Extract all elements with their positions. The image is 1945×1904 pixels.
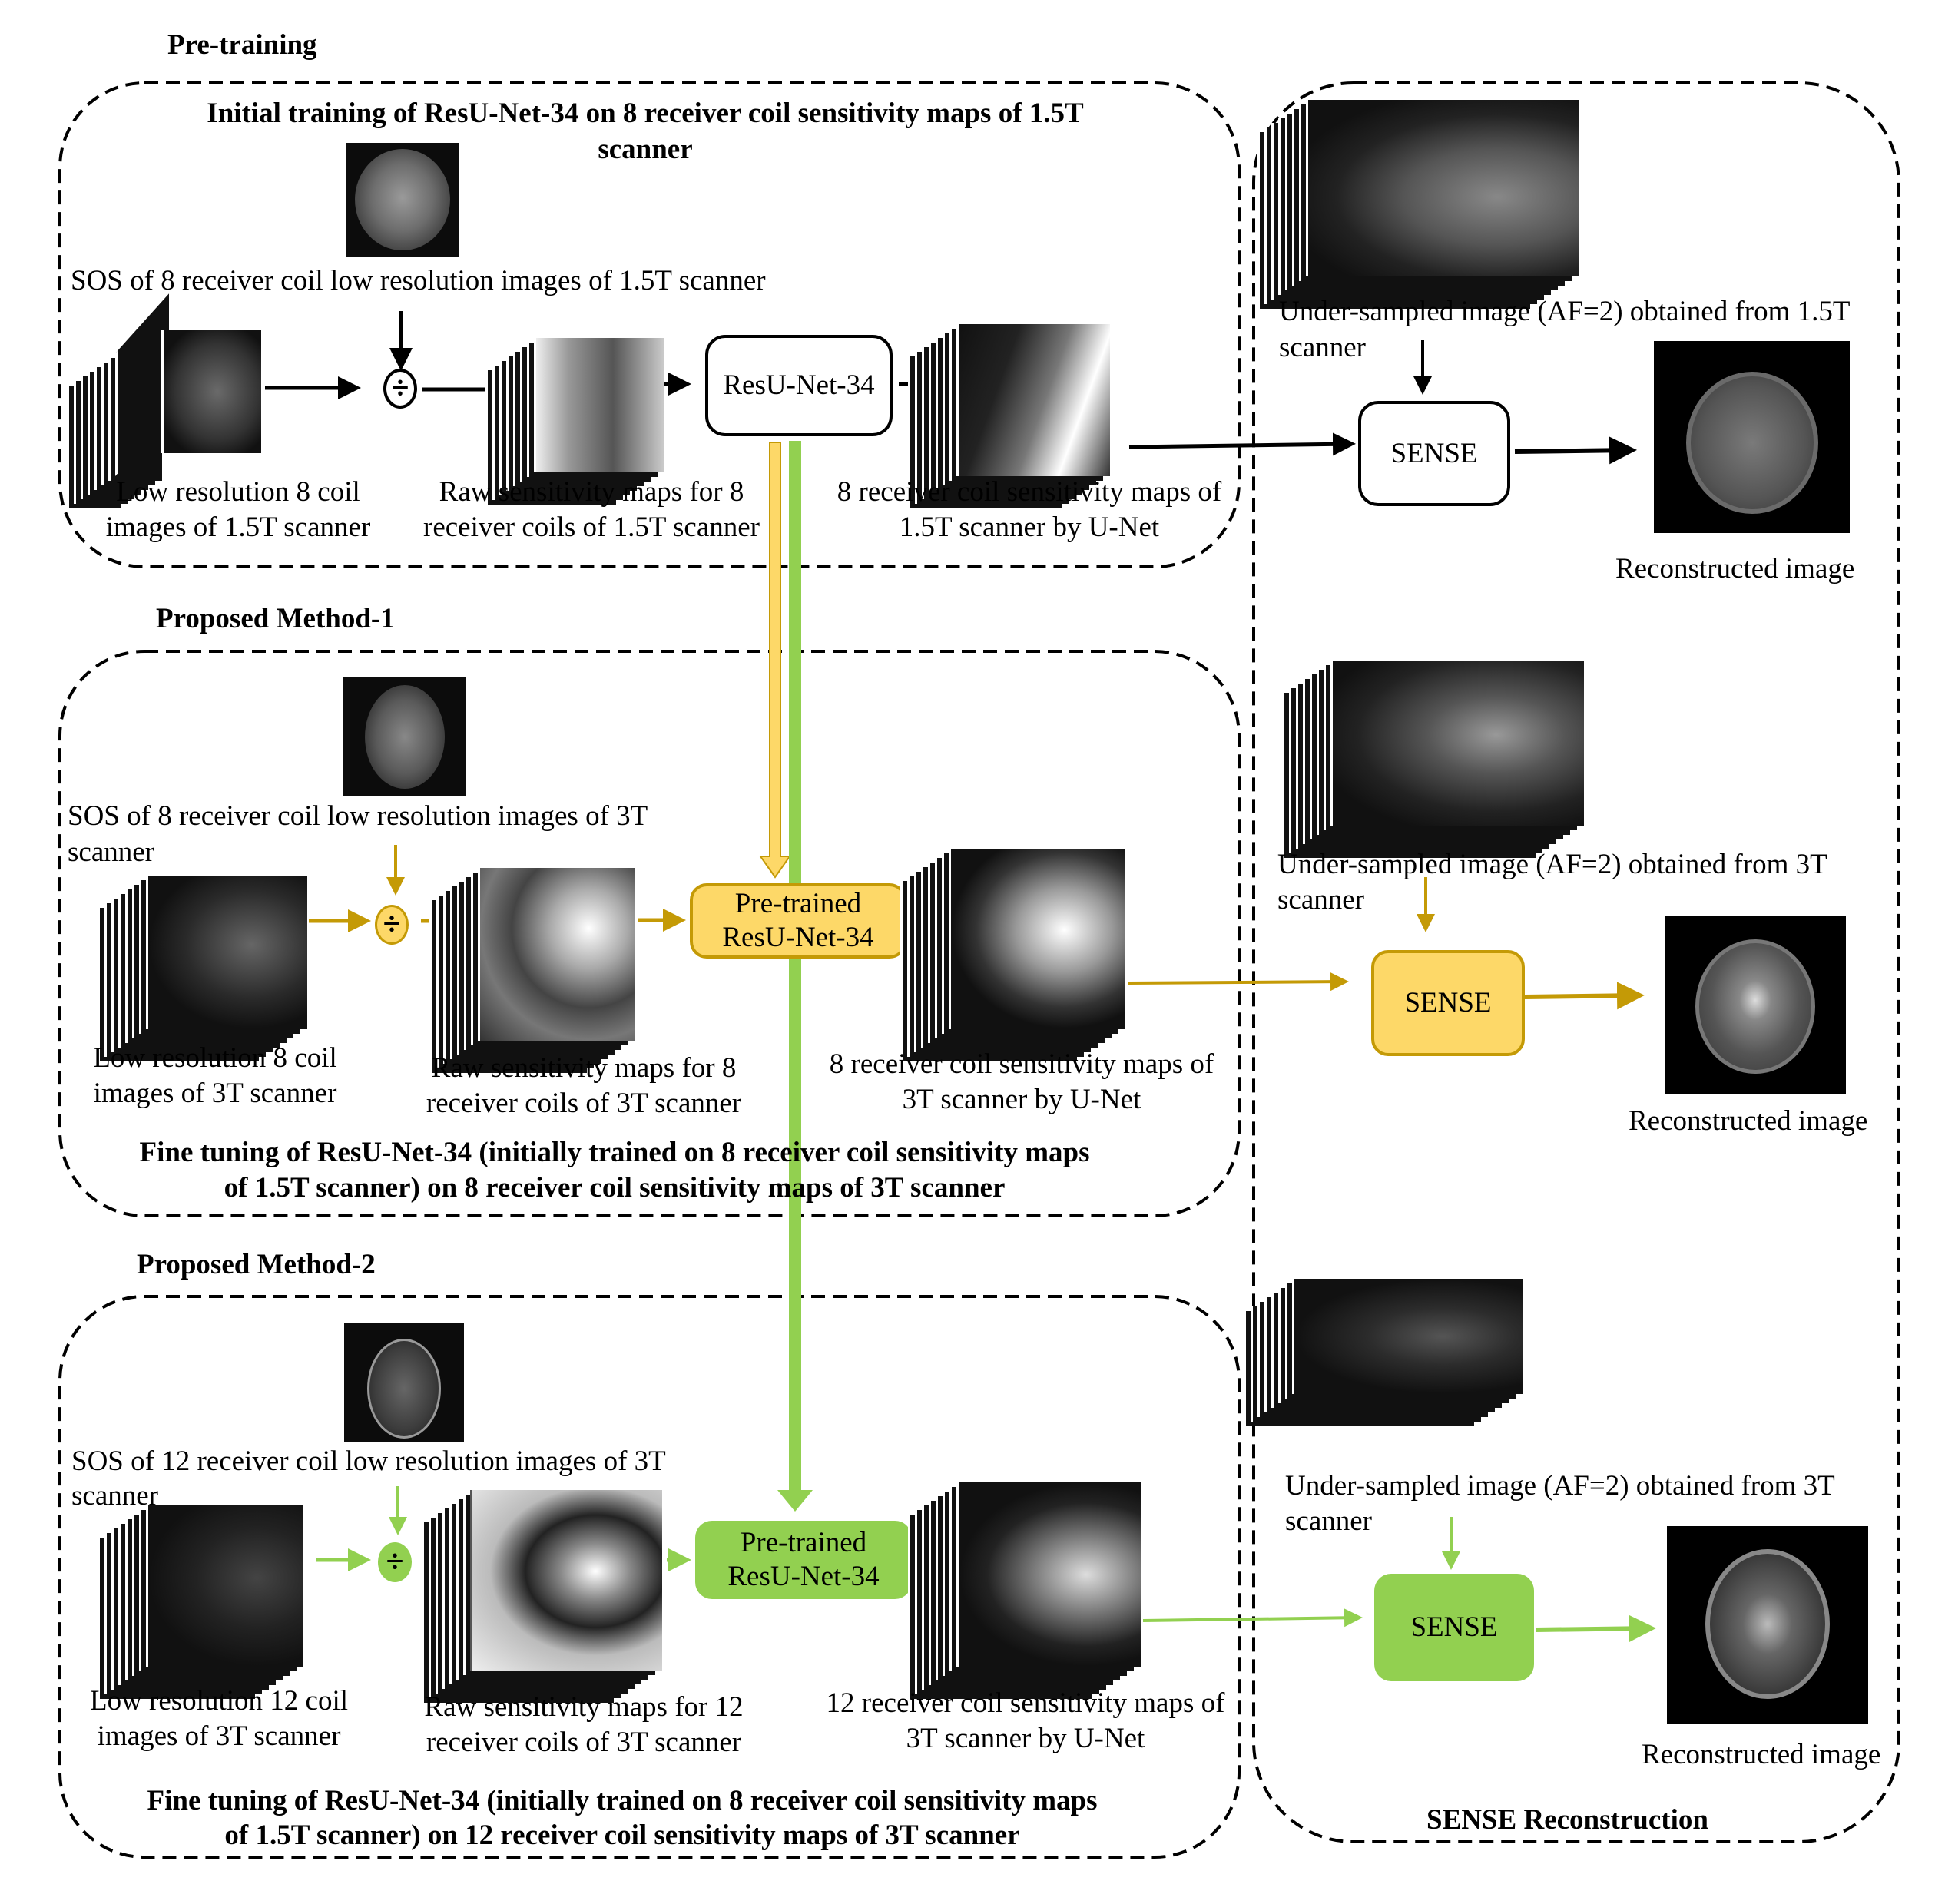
divide-operator-pretrain: ÷ (383, 369, 417, 409)
sos-image-3t-8coil (343, 677, 466, 796)
pretrained-label: Pre-trained (740, 1527, 867, 1558)
raw-sensitivity-stack-1-5t (485, 330, 664, 505)
sos-image-3t-12coil (344, 1323, 464, 1442)
arrow-output-to-sense-3 (1142, 1608, 1363, 1628)
sense-section-label: SENSE Reconstruction (1426, 1804, 1708, 1836)
resunet34-label: ResU-Net-34 (727, 1561, 880, 1592)
divide-icon: ÷ (386, 1545, 404, 1580)
method2-sos-caption-line1: SOS of 12 receiver coil low resolution i… (71, 1445, 666, 1477)
method2-output-caption-line2: 3T scanner by U-Net (906, 1723, 1145, 1754)
sense-row2-caption-line1: Under-sampled image (AF=2) obtained from… (1277, 849, 1827, 880)
method2-raw-caption-line2: receiver coils of 3T scanner (426, 1727, 742, 1758)
sense-row1-caption-line2: scanner (1279, 332, 1366, 363)
sense-row2-caption-line2: scanner (1277, 884, 1364, 916)
lowres-coil-stack-3t-12coil (98, 1505, 303, 1699)
arrow-output-to-sense-1 (1128, 432, 1356, 456)
reconstructed-image-2 (1665, 916, 1846, 1094)
sense-label: SENSE (1410, 1611, 1498, 1643)
raw-sensitivity-stack-3t-12coil (422, 1490, 662, 1703)
method2-raw-caption-line1: Raw sensitivity maps for 12 (424, 1691, 744, 1723)
arrow-sense-to-recon-1 (1514, 436, 1637, 465)
method2-lowres-caption-line2: images of 3T scanner (97, 1720, 341, 1752)
sense-label: SENSE (1390, 437, 1478, 469)
pretraining-raw-caption-line1: Raw sensitivity maps for 8 (439, 476, 744, 508)
pretraining-lowres-caption-line2: images of 1.5T scanner (105, 512, 371, 543)
output-sensitivity-stack-1-5t (908, 315, 1110, 508)
divide-operator-m2: ÷ (378, 1542, 412, 1582)
resunet34-network-block[interactable]: ResU-Net-34 (705, 335, 893, 436)
pretraining-box-title-line1: Initial training of ResU-Net-34 on 8 rec… (207, 98, 1084, 129)
method2-section-label: Proposed Method-2 (137, 1249, 376, 1280)
sense-block-1[interactable]: SENSE (1358, 401, 1510, 506)
sense-row1-output-caption: Reconstructed image (1615, 553, 1855, 584)
sense-row1-caption-line1: Under-sampled image (AF=2) obtained from… (1279, 296, 1851, 327)
method2-box-footer-line1: Fine tuning of ResU-Net-34 (initially tr… (147, 1785, 1098, 1816)
method1-raw-caption-line1: Raw sensitivity maps for 8 (431, 1052, 737, 1084)
arrow-output-to-sense-2 (1127, 972, 1349, 992)
sense-label: SENSE (1404, 987, 1492, 1018)
method1-sos-caption-line2: scanner (68, 836, 154, 868)
divide-icon: ÷ (383, 907, 401, 942)
reconstructed-image-3 (1667, 1526, 1868, 1724)
pretraining-output-caption-line1: 8 receiver coil sensitivity maps of (837, 476, 1222, 508)
method1-output-caption-line2: 3T scanner by U-Net (902, 1084, 1141, 1115)
method1-lowres-caption-line1: Low resolution 8 coil (93, 1042, 337, 1074)
method2-box-footer-line2: of 1.5T scanner) on 12 receiver coil sen… (224, 1820, 1020, 1851)
resunet34-label: ResU-Net-34 (723, 369, 875, 401)
method2-group-box (58, 1295, 1241, 1859)
divide-icon: ÷ (391, 371, 409, 406)
method2-lowres-caption-line1: Low resolution 12 coil (89, 1685, 349, 1717)
raw-sensitivity-stack-3t-8coil (429, 856, 635, 1073)
pretraining-section-label: Pre-training (167, 29, 317, 61)
method1-raw-caption-line2: receiver coils of 3T scanner (426, 1088, 742, 1119)
pretraining-group-box (58, 81, 1241, 568)
undersampled-stack-1-5t (1257, 100, 1579, 309)
output-sensitivity-stack-3t-8coil (900, 849, 1125, 1061)
lowres-coil-stack-3t-8coil (98, 876, 307, 1061)
reconstructed-image-1 (1654, 341, 1850, 533)
method1-sos-caption-line1: SOS of 8 receiver coil low resolution im… (68, 800, 648, 832)
green-transfer-arrow (777, 441, 813, 1512)
method1-box-footer-line1: Fine tuning of ResU-Net-34 (initially tr… (139, 1137, 1090, 1168)
sense-block-2[interactable]: SENSE (1371, 950, 1525, 1056)
method2-sos-caption-line2: scanner (71, 1480, 158, 1512)
undersampled-stack-3t-8coil (1282, 661, 1584, 858)
sense-row3-output-caption: Reconstructed image (1642, 1739, 1881, 1770)
method1-group-box (58, 650, 1241, 1217)
undersampled-stack-3t-12coil (1244, 1279, 1523, 1426)
pretraining-raw-caption-line2: receiver coils of 1.5T scanner (423, 512, 760, 543)
lowres-coil-stack-1-5t (67, 293, 261, 508)
yellow-transfer-arrow (759, 442, 791, 879)
sense-row3-caption-line1: Under-sampled image (AF=2) obtained from… (1285, 1470, 1835, 1502)
pretraining-sos-caption: SOS of 8 receiver coil low resolution im… (71, 265, 766, 296)
pretrained-label: Pre-trained (734, 888, 862, 919)
arrow-sense-to-recon-2 (1524, 982, 1645, 1010)
sense-row2-output-caption: Reconstructed image (1629, 1105, 1868, 1137)
resunet34-label: ResU-Net-34 (722, 922, 874, 953)
method1-section-label: Proposed Method-1 (156, 603, 395, 634)
method1-output-caption-line1: 8 receiver coil sensitivity maps of (829, 1048, 1214, 1080)
pretraining-box-title-line2: scanner (598, 134, 693, 165)
sense-block-3[interactable]: SENSE (1374, 1574, 1534, 1681)
divide-operator-m1: ÷ (375, 905, 409, 945)
sense-row3-caption-line2: scanner (1285, 1505, 1372, 1537)
sense-group-box (1252, 81, 1900, 1843)
arrow-sense-to-recon-3 (1535, 1614, 1656, 1643)
sos-image-1-5t (346, 143, 459, 257)
method1-box-footer-line2: of 1.5T scanner) on 8 receiver coil sens… (224, 1172, 1006, 1204)
output-sensitivity-stack-3t-12coil (908, 1482, 1141, 1699)
method2-output-caption-line1: 12 receiver coil sensitivity maps of (826, 1687, 1225, 1719)
method1-lowres-caption-line2: images of 3T scanner (93, 1078, 337, 1109)
pretraining-output-caption-line2: 1.5T scanner by U-Net (899, 512, 1160, 543)
pretraining-lowres-caption-line1: Low resolution 8 coil (116, 476, 360, 508)
